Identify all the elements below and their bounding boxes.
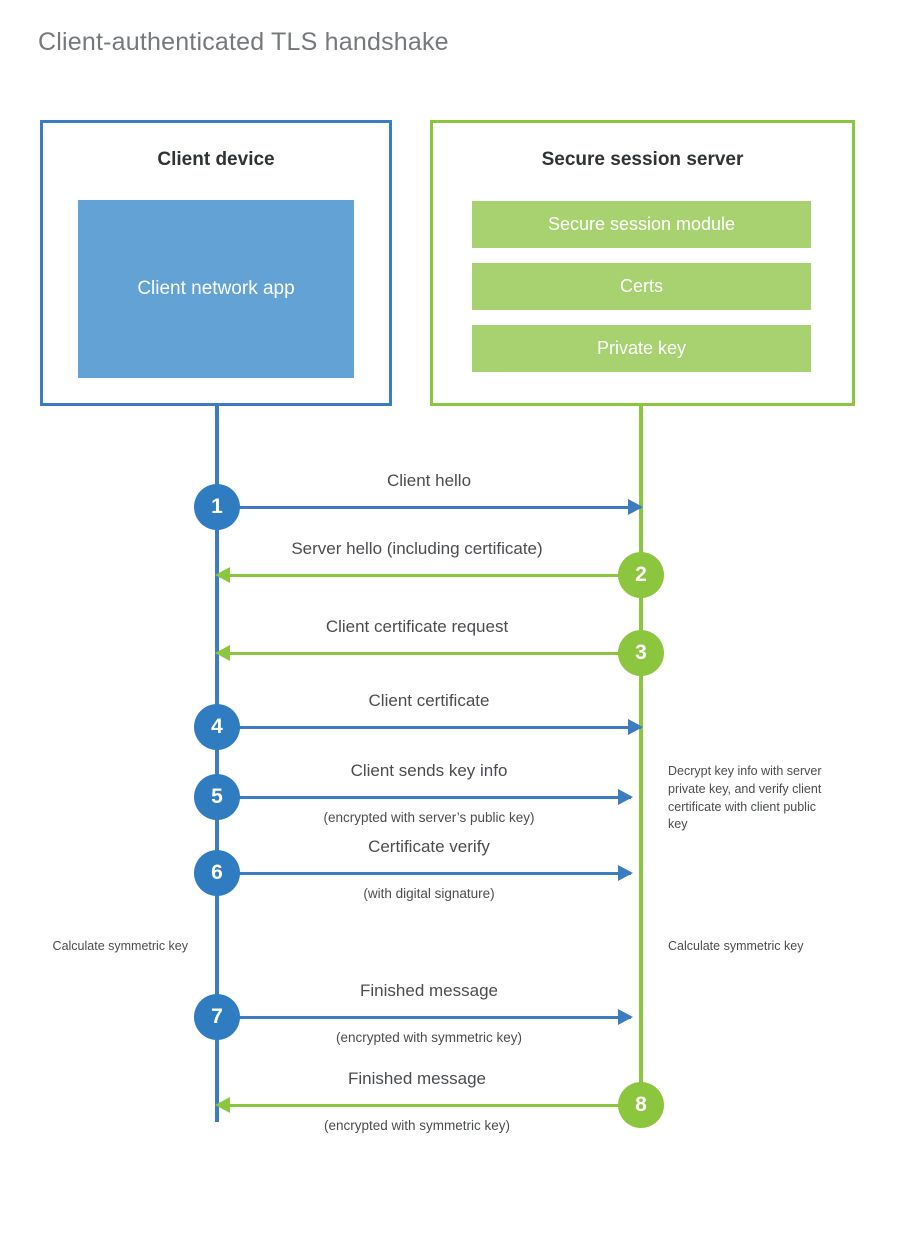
arrowhead-left-icon [215,645,230,661]
arrowhead-right-icon [618,789,633,805]
server-calculate-symmetric-key-note: Calculate symmetric key [668,939,804,953]
secure-session-server-box: Secure session server Secure session mod… [430,120,855,406]
server-lifeline [639,404,643,1105]
step-badge-5: 5 [194,774,240,820]
message-label-7: Finished message [360,981,498,1000]
message-arrow-5 [217,796,631,799]
message-label-3: Client certificate request [325,617,509,636]
message-sublabel-5: (encrypted with server’s public key) [323,810,535,825]
server-decrypt-note: Decrypt key info with server private key… [668,764,822,832]
page-title: Client-authenticated TLS handshake [38,28,449,56]
arrowhead-right-icon [628,719,643,735]
message-label-4: Client certificate [368,691,490,710]
secure-session-module-block: Secure session module [472,201,811,248]
message-sublabel-8: (encrypted with symmetric key) [323,1118,511,1133]
step-badge-8: 8 [618,1082,664,1128]
step-badge-3: 3 [618,630,664,676]
step-badge-4: 4 [194,704,240,750]
arrowhead-left-icon [215,1097,230,1113]
private-key-block: Private key [472,325,811,372]
message-arrow-7 [217,1016,631,1019]
step-badge-6: 6 [194,850,240,896]
step-badge-7: 7 [194,994,240,1040]
arrowhead-right-icon [618,1009,633,1025]
step-badge-2: 2 [618,552,664,598]
arrowhead-right-icon [618,865,633,881]
message-label-8: Finished message [348,1069,486,1088]
arrowhead-right-icon [628,499,643,515]
message-label-6: Certificate verify [368,837,490,856]
step-badge-1: 1 [194,484,240,530]
message-arrow-4 [217,726,641,729]
message-arrow-6 [217,872,631,875]
client-network-app-block: Client network app [78,200,354,378]
message-label-5: Client sends key info [350,761,508,780]
arrowhead-left-icon [215,567,230,583]
secure-session-server-title: Secure session server [541,149,744,170]
message-label-2: Server hello (including certificate) [291,539,543,558]
message-sublabel-6: (with digital signature) [363,886,495,901]
message-arrow-2 [228,574,641,577]
client-device-title: Client device [157,149,275,170]
message-arrow-8 [228,1104,641,1107]
message-sublabel-7: (encrypted with symmetric key) [335,1030,523,1045]
message-arrow-3 [228,652,641,655]
client-calculate-symmetric-key-note: Calculate symmetric key [52,939,188,953]
certs-block: Certs [472,263,811,310]
message-arrow-1 [217,506,641,509]
client-lifeline [215,404,219,1122]
message-label-1: Client hello [386,471,472,490]
client-device-box: Client device Client network app [40,120,392,406]
